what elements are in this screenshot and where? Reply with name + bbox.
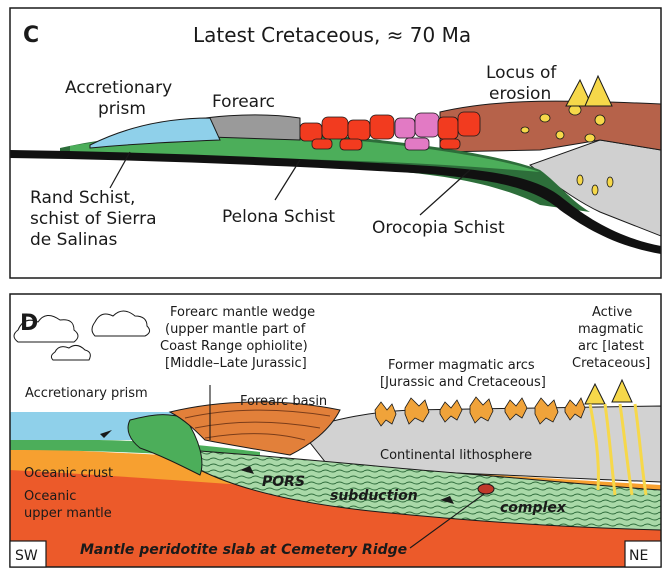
accretionary-prism-d — [127, 414, 203, 476]
label-accretionary-prism-2: prism — [98, 99, 146, 119]
cloud-icons — [13, 310, 151, 361]
label-rand-1: Rand Schist, — [30, 188, 135, 208]
motion-arrows — [100, 430, 454, 504]
label-oceanic-crust: Oceanic crust — [24, 466, 113, 481]
panel-c: C Latest Cretaceous, ≈ 70 Ma Accretionar… — [10, 8, 661, 278]
panel-c-letter: C — [23, 23, 39, 48]
peridotite-slab — [477, 483, 495, 495]
label-active-arc-1: Active — [592, 305, 632, 320]
label-sw: SW — [15, 548, 38, 564]
label-former-arcs-1: Former magmatic arcs — [388, 358, 535, 373]
arc-plutons — [520, 104, 614, 196]
accretionary-prism-c — [89, 117, 221, 149]
panel-d-border — [9, 293, 662, 568]
label-active-arc-4: Cretaceous] — [572, 356, 650, 371]
forearc-basin — [168, 401, 341, 456]
label-accretionary-prism-1: Accretionary — [65, 78, 172, 98]
former-magmatic-arcs — [374, 396, 586, 427]
panel-c-border — [9, 7, 662, 279]
direction-ne: NE — [624, 540, 662, 568]
direction-sw: SW — [9, 540, 47, 568]
label-ne: NE — [629, 548, 648, 564]
volcano-icons — [565, 74, 613, 107]
erosion-blocks — [299, 111, 481, 151]
oceanic-upper-mantle — [10, 460, 661, 567]
label-rand-3: de Salinas — [30, 230, 118, 250]
pors-subduction-complex — [183, 449, 661, 531]
leader-lines-c — [109, 151, 471, 216]
label-forearc-basin: Forearc basin — [240, 394, 327, 409]
label-locus-1: Locus of — [486, 63, 557, 83]
panel-d-letter: D — [20, 311, 38, 336]
label-pelona: Pelona Schist — [222, 207, 335, 227]
label-pors: PORS — [262, 474, 305, 490]
label-continental: Continental lithosphere — [380, 448, 532, 463]
label-rand-2: schist of Sierra — [30, 209, 157, 229]
label-oceanic-mantle-2: upper mantle — [24, 506, 112, 521]
label-complex: complex — [500, 500, 567, 516]
label-mantle-wedge-2: (upper mantle part of — [165, 322, 306, 337]
label-locus-2: erosion — [489, 84, 551, 104]
panel-c-title: Latest Cretaceous, ≈ 70 Ma — [193, 23, 471, 47]
label-mantle-wedge-4: [Middle–Late Jurassic] — [165, 356, 307, 371]
label-mantle-wedge-1: Forearc mantle wedge — [170, 305, 315, 320]
label-former-arcs-2: [Jurassic and Cretaceous] — [380, 375, 546, 390]
panel-d: D Forearc mantle wedge (upper mantle par… — [10, 294, 661, 567]
leader-lines-d — [209, 385, 485, 549]
label-peridotite: Mantle peridotite slab at Cemetery Ridge — [80, 542, 407, 558]
active-magmatic-arc — [584, 378, 648, 496]
label-active-arc-3: arc [latest — [578, 339, 644, 354]
label-accretionary-prism-d: Accretionary prism — [25, 386, 148, 401]
label-subduction: subduction — [330, 488, 418, 504]
subducting-plate-c — [10, 150, 661, 254]
label-mantle-wedge-3: Coast Range ophiolite) — [160, 339, 308, 354]
label-oceanic-mantle-1: Oceanic — [24, 489, 76, 504]
label-forearc: Forearc — [212, 92, 275, 112]
pelona-schist-layer — [70, 134, 540, 172]
label-orocopia: Orocopia Schist — [372, 218, 505, 238]
label-active-arc-2: magmatic — [578, 322, 643, 337]
